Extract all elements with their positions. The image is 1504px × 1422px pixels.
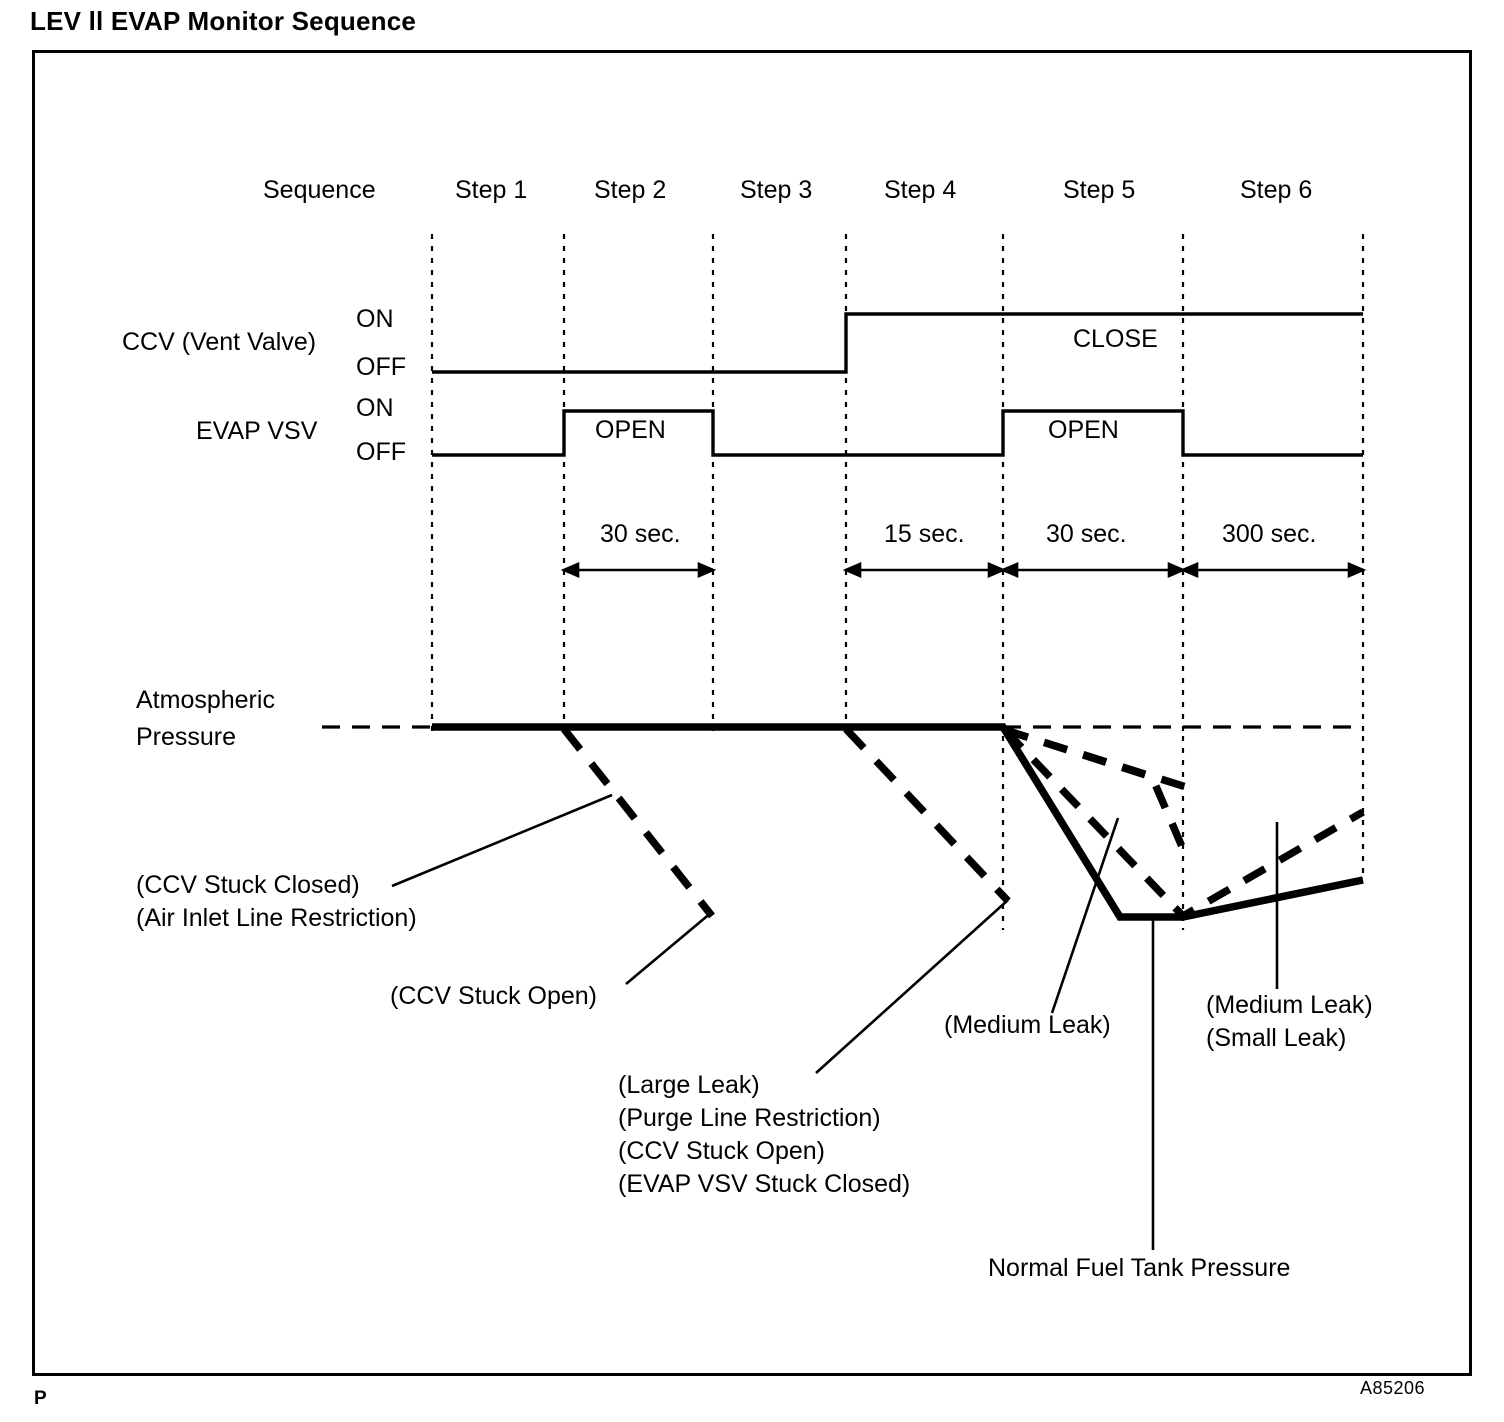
step-header-4: Step 4 (884, 176, 957, 204)
page-title: LEV ll EVAP Monitor Sequence (30, 6, 417, 36)
evap-state-open-label-2: OPEN (1048, 416, 1119, 444)
callout-medium-leak: (Medium Leak) (944, 1011, 1111, 1039)
sequence-header-label: Sequence (263, 176, 376, 204)
normal-fuel-tank-pressure-label: Normal Fuel Tank Pressure (988, 1254, 1291, 1282)
evap-state-open-label-1: OPEN (595, 416, 666, 444)
duration-label-4: 300 sec. (1222, 520, 1317, 548)
evap-off-label: OFF (356, 438, 406, 466)
step-header-1: Step 1 (455, 176, 528, 204)
signal-label-evap: EVAP VSV (196, 417, 318, 445)
callout-large-leak-line1: (Large Leak) (618, 1071, 760, 1099)
step-header-3: Step 3 (740, 176, 813, 204)
duration-label-3: 30 sec. (1046, 520, 1127, 548)
callout-right-small-leak: (Small Leak) (1206, 1024, 1347, 1052)
ccv-on-label: ON (356, 305, 394, 333)
callout-ccv-stuck-closed-line1: (CCV Stuck Closed) (136, 871, 360, 899)
atmospheric-pressure-label-line2: Pressure (136, 723, 237, 751)
figure-frame (32, 50, 1472, 1376)
callout-right-medium-leak: (Medium Leak) (1206, 991, 1373, 1019)
duration-label-1: 30 sec. (600, 520, 681, 548)
step-header-2: Step 2 (594, 176, 667, 204)
corner-mark: P (34, 1388, 47, 1409)
callout-ccv-stuck-open: (CCV Stuck Open) (390, 982, 598, 1010)
step-header-5: Step 5 (1063, 176, 1136, 204)
signal-label-ccv: CCV (Vent Valve) (122, 328, 317, 356)
ccv-state-close-label: CLOSE (1073, 325, 1158, 353)
duration-label-2: 15 sec. (884, 520, 965, 548)
callout-large-leak-line2: (Purge Line Restriction) (618, 1104, 881, 1132)
ccv-off-label: OFF (356, 353, 406, 381)
callout-large-leak-line3: (CCV Stuck Open) (618, 1137, 826, 1165)
callout-ccv-stuck-closed-line2: (Air Inlet Line Restriction) (136, 904, 417, 932)
step-header-6: Step 6 (1240, 176, 1313, 204)
plate-id: A85206 (1360, 1378, 1426, 1398)
evap-on-label: ON (356, 394, 394, 422)
atmospheric-pressure-label-line1: Atmospheric (136, 686, 275, 714)
callout-large-leak-line4: (EVAP VSV Stuck Closed) (618, 1170, 911, 1198)
